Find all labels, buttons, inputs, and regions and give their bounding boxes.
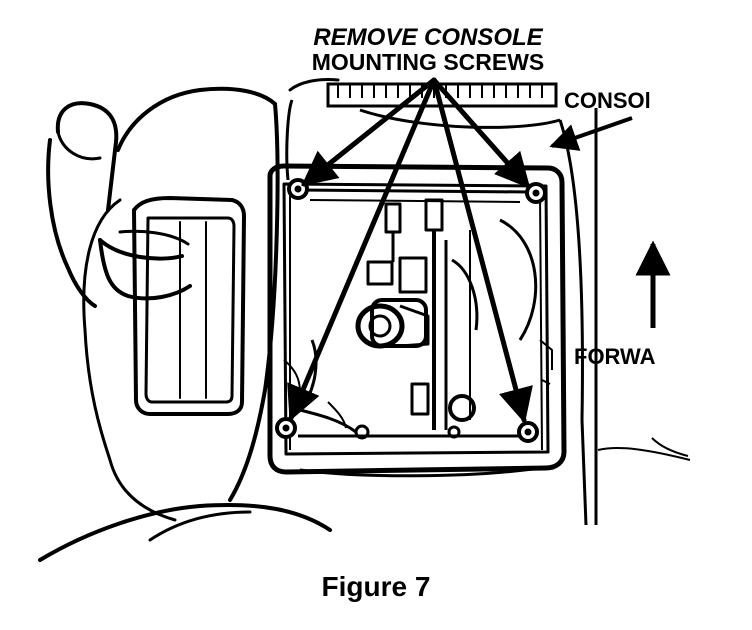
console-housing (267, 99, 598, 526)
mounting-screws (275, 178, 547, 443)
right-trim-lines (597, 437, 691, 461)
screw-leader-arrows (287, 77, 533, 424)
callout-forward: FORWA (574, 344, 656, 369)
shifter-hand-illustration (38, 78, 340, 562)
figure-caption: Figure 7 (322, 571, 431, 602)
callout-remove-console: REMOVE CONSOLE (313, 24, 543, 51)
callout-console: CONSOl (564, 88, 651, 113)
shifter-mechanism (283, 198, 553, 440)
callout-mounting-screws: MOUNTING SCREWS (312, 49, 545, 75)
console-pointer-arrow (549, 116, 633, 151)
